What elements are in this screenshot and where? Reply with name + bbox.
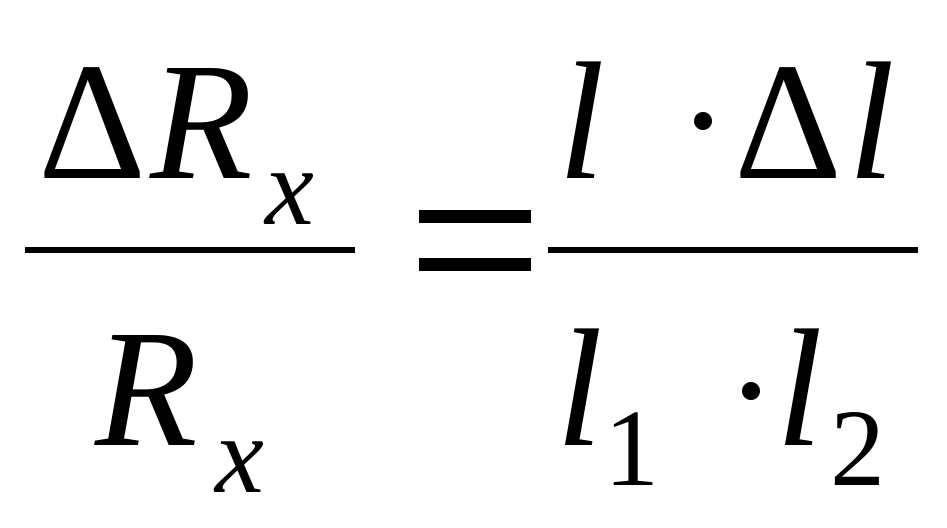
- length-variable: l: [558, 29, 605, 215]
- multiplication-dot: [694, 112, 712, 130]
- subscript-x: x: [215, 394, 264, 516]
- subscript-x: x: [265, 126, 314, 248]
- rhs-fraction-bar: [548, 247, 918, 253]
- length-variable: l: [556, 296, 603, 482]
- delta-symbol: Δ: [734, 29, 843, 215]
- subscript-1: 1: [604, 387, 659, 509]
- delta-symbol: Δ: [38, 29, 147, 215]
- multiplication-dot: [742, 382, 760, 400]
- resistance-variable: R: [95, 296, 198, 482]
- length-variable: l: [848, 29, 895, 215]
- subscript-2: 2: [830, 387, 885, 509]
- resistance-variable: R: [150, 29, 253, 215]
- equals-top-bar: [419, 210, 531, 223]
- lhs-fraction-bar: [25, 247, 355, 253]
- length-variable: l: [776, 296, 823, 482]
- equals-bottom-bar: [419, 258, 531, 271]
